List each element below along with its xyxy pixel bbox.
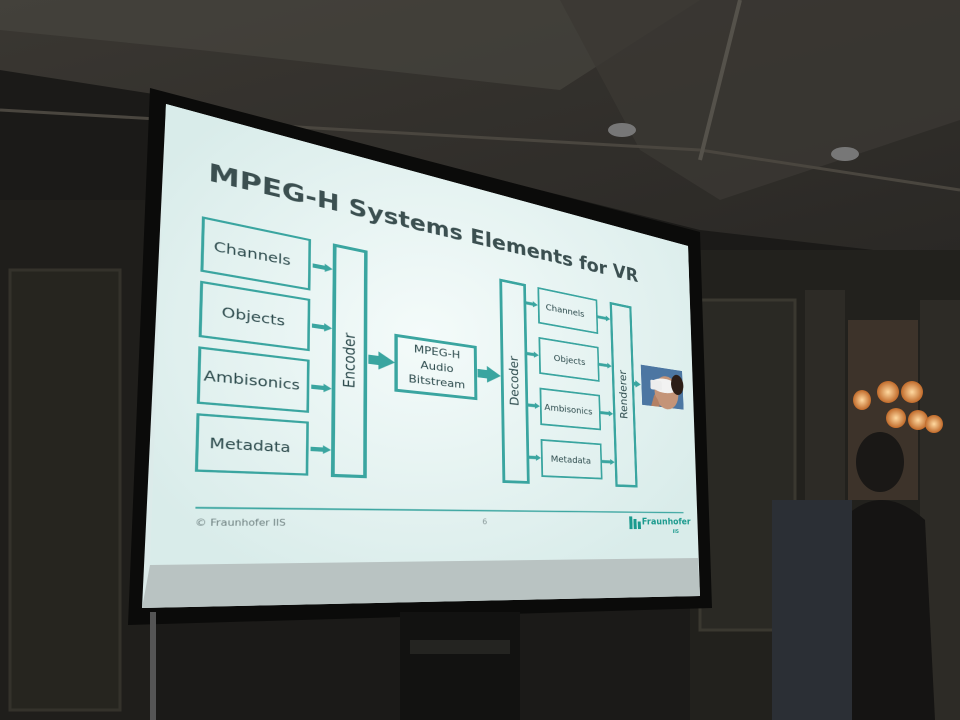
- renderer-in-arrow-2: [600, 409, 614, 417]
- lamp-icon: [925, 415, 943, 433]
- input-arrow-3: [310, 444, 332, 455]
- renderer-in-arrow-3: [601, 458, 615, 466]
- footer-logo-text: Fraunhofer: [641, 516, 691, 527]
- footer-copyright: © Fraunhofer IIS: [194, 517, 286, 529]
- decoder-out-arrow-1: [527, 350, 539, 359]
- input-arrow-1: [311, 321, 333, 333]
- encoder-label: Encoder: [340, 331, 359, 389]
- decoder-out-arrow-3: [529, 454, 542, 462]
- encoder-to-bitstream-arrow: [368, 350, 395, 372]
- person-silhouette: [856, 432, 904, 492]
- decoder-out-arrow-2: [528, 401, 540, 410]
- fraunhofer-logo-icon: [629, 516, 641, 530]
- decoder-out-arrow-0: [526, 299, 538, 309]
- ceiling-light-icon: [831, 147, 859, 161]
- input-arrow-2: [311, 382, 332, 393]
- ceiling-light-icon: [608, 123, 636, 137]
- lamp-icon: [877, 381, 899, 403]
- vr-headset-photo: [640, 364, 684, 411]
- lamp-icon: [886, 408, 906, 428]
- renderer-to-vr-arrow: [633, 380, 641, 389]
- renderer-in-arrow-0: [597, 313, 611, 323]
- lamp-icon: [853, 390, 871, 410]
- lamp-icon: [908, 410, 928, 430]
- footer-rule: [195, 508, 683, 513]
- input-label-metadata: Metadata: [209, 435, 291, 456]
- footer-page-number: 6: [482, 517, 488, 527]
- output-label-metadata: Metadata: [550, 453, 592, 467]
- bitstream-to-decoder-arrow: [477, 364, 501, 385]
- renderer-label: Renderer: [617, 369, 631, 420]
- decoder-label: Decoder: [507, 355, 522, 407]
- renderer-in-arrow-1: [599, 361, 612, 370]
- input-arrow-0: [312, 261, 333, 274]
- footer-logo-subtext: IIS: [672, 528, 679, 535]
- lamp-icon: [901, 381, 923, 403]
